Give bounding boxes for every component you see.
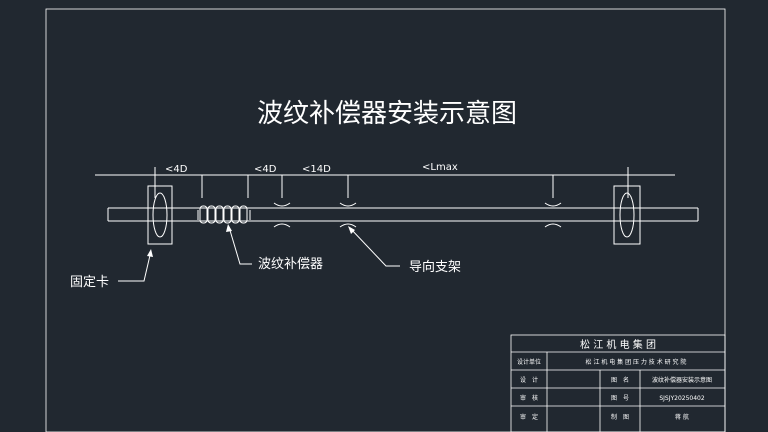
- title-block-drawing-name-label: 图 名: [611, 376, 629, 384]
- callout-bellows-label: 波纹补偿器: [258, 257, 323, 272]
- callout-guide-support-leader: [348, 226, 400, 267]
- dimension-4d-first: <4D: [165, 164, 188, 175]
- fixed-clamp-left: [147, 185, 173, 245]
- dimension-lmax: <Lmax: [422, 162, 458, 173]
- guide-support-1: [273, 202, 291, 228]
- bellows-compensator: [197, 205, 251, 224]
- title-block-drawing-name-value: 波纹补偿器安装示意图: [652, 376, 712, 384]
- title-block-drafter-value: 蒋 航: [675, 413, 689, 421]
- title-block-review-label: 审 核: [520, 394, 538, 402]
- fixed-clamp-right: [613, 185, 641, 245]
- drawing-title: 波纹补偿器安装示意图: [257, 99, 517, 129]
- title-block-design-label: 设 计: [520, 376, 538, 384]
- title-block-drawing-no-value: SJSJY20250402: [659, 395, 705, 402]
- guide-support-2: [339, 202, 357, 228]
- guide-support-3: [544, 202, 562, 228]
- title-block-drawing-no-label: 图 号: [611, 395, 629, 402]
- title-block-design-unit-value: 松 江 机 电 集 团 压 力 技 术 研 究 院: [586, 358, 687, 366]
- callout-guide-support-label: 导向支架: [409, 259, 461, 275]
- title-block-company: 松 江 机 电 集 团: [580, 338, 656, 351]
- title-block-design-unit-label: 设计单位: [517, 358, 541, 366]
- callout-bellows-leader: [226, 224, 252, 265]
- title-block-drafter-label: 制 图: [611, 413, 629, 421]
- title-block-grid: [510, 334, 726, 432]
- callout-fixed-clamp-leader: [118, 249, 153, 282]
- dimension-14d: <14D: [302, 164, 331, 175]
- dimension-4d-second: <4D: [254, 164, 277, 175]
- dimension-ticks: [154, 167, 629, 198]
- drawing-frame: [45, 8, 726, 432]
- callout-fixed-clamp-label: 固定卡: [70, 275, 109, 290]
- pipe: [107, 207, 699, 222]
- title-block-approve-label: 审 定: [520, 413, 538, 421]
